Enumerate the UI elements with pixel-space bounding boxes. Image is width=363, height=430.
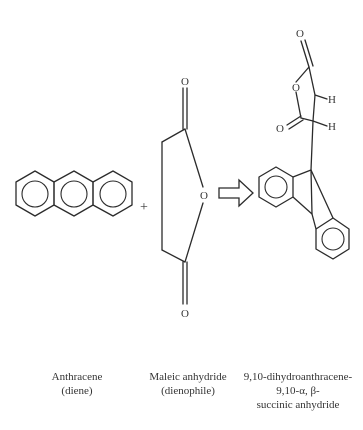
product-oxygen-top: O xyxy=(296,28,304,40)
maleic-oxygen-ring: O xyxy=(200,190,208,202)
product-bond-ring-o-carbonyl-lower xyxy=(295,91,302,119)
reaction-arrow xyxy=(218,178,254,208)
product-bridge-lower-left xyxy=(292,196,313,215)
product-bond-cb-h xyxy=(314,94,328,100)
product-aromatic-circle-left xyxy=(264,175,288,199)
product-bridge-upper-left xyxy=(292,169,312,178)
maleic-oxygen-bottom: O xyxy=(181,308,189,320)
product-bond-ca-cb xyxy=(312,94,316,122)
maleic-anhydride-label: Maleic anhydride (dienophile) xyxy=(143,370,233,398)
product-double-bond-top-b xyxy=(304,39,314,67)
anthracene-aromatic-circle-left xyxy=(21,180,49,208)
maleic-anhydride-role: (dienophile) xyxy=(161,385,215,397)
anthracene-label: Anthracene (diene) xyxy=(12,370,142,398)
product-structure: O O O H H xyxy=(258,28,350,260)
anthracene-aromatic-circle-middle xyxy=(60,180,88,208)
product-name-line2: succinic anhydride xyxy=(256,399,340,411)
product-bond-upper-ca xyxy=(310,120,314,171)
product-double-bond-top-a xyxy=(300,40,310,68)
anthracene-aromatic-circle-right xyxy=(99,180,127,208)
anthracene-ring-right xyxy=(92,170,133,217)
product-double-bond-lower-a xyxy=(286,115,302,126)
product-double-bond-lower-b xyxy=(288,119,304,130)
anthracene-role: (diene) xyxy=(61,385,93,397)
maleic-bond-oring-c4 xyxy=(184,202,204,263)
product-ring-left xyxy=(258,166,294,208)
product-bridge-upper-right xyxy=(310,169,334,219)
maleic-bond-c3-c4 xyxy=(161,249,186,263)
product-name-line1: 9,10-dihydroanthracene-9,10-α, β- xyxy=(243,371,353,397)
product-bridge-vertical xyxy=(310,169,313,215)
maleic-bond-c1-oring xyxy=(184,128,204,188)
anthracene-name: Anthracene xyxy=(51,371,103,383)
maleic-bond-c1-c2 xyxy=(161,128,186,143)
product-hydrogen-upper: H xyxy=(328,94,336,106)
plus-sign: + xyxy=(140,200,148,215)
product-bridge-lower-right xyxy=(311,213,317,230)
maleic-anhydride-structure: O O O xyxy=(161,76,208,320)
product-hydrogen-lower: H xyxy=(328,121,336,133)
product-aromatic-circle-right xyxy=(321,227,345,251)
product-label: 9,10-dihydroanthracene-9,10-α, β- succin… xyxy=(237,370,359,412)
anthracene-structure xyxy=(15,170,133,217)
maleic-anhydride-name: Maleic anhydride xyxy=(149,371,227,383)
product-bond-carbonyl-top-ring-o xyxy=(295,66,310,83)
maleic-oxygen-top: O xyxy=(181,76,189,88)
product-oxygen-lower: O xyxy=(276,123,284,135)
product-oxygen-ring: O xyxy=(292,82,300,94)
product-bond-carbonyl-lower-ca xyxy=(300,117,314,122)
product-bond-ca-h xyxy=(312,120,328,127)
product-bond-cb-carbonyl-top xyxy=(308,66,316,96)
